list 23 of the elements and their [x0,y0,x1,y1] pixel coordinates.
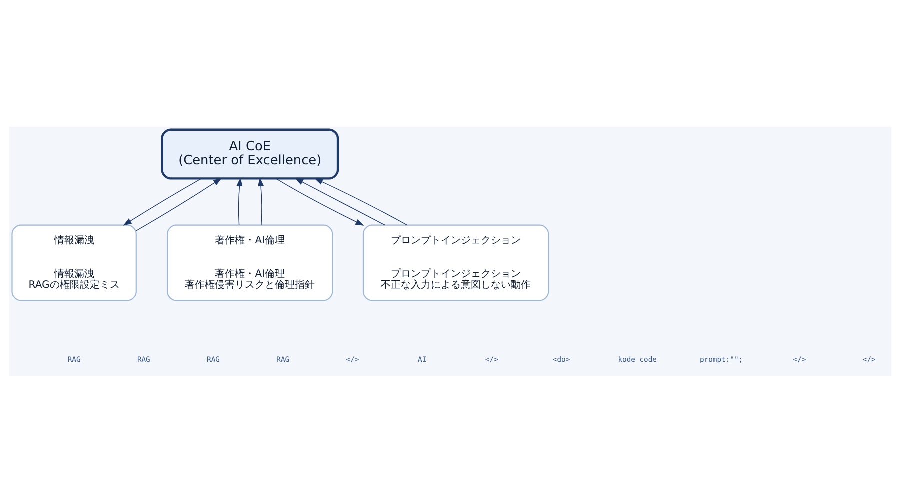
label: kode code [618,354,656,364]
label: AI [418,354,426,364]
arrow [136,178,222,231]
arrow [314,178,407,226]
label: prompt:""; [700,354,743,364]
node-box: AI CoE (Center of Excellence) [160,128,339,180]
arrow [294,178,385,226]
label: <do> [552,354,570,364]
label: </> [792,354,806,364]
arrow [122,178,202,226]
node-box: プロンプトインジェクション プロンプトインジェクション 不正な入力による意図しない動作 [362,224,549,301]
label: RAG [136,354,150,364]
node-box: 情報漏洩 情報漏洩 RAGの権限設定ミス [11,224,136,301]
label: RAG [67,354,80,364]
label: RAG [276,354,290,364]
label: RAG [206,354,220,364]
arrow [275,178,364,226]
label: </> [346,354,359,364]
node-box: 著作権・AI倫理 著作権・AI倫理 著作権侵害リスクと倫理指針 [166,224,333,301]
label: </> [862,354,876,364]
arrow [258,177,264,226]
arrow [236,177,242,226]
label: </> [484,354,498,364]
